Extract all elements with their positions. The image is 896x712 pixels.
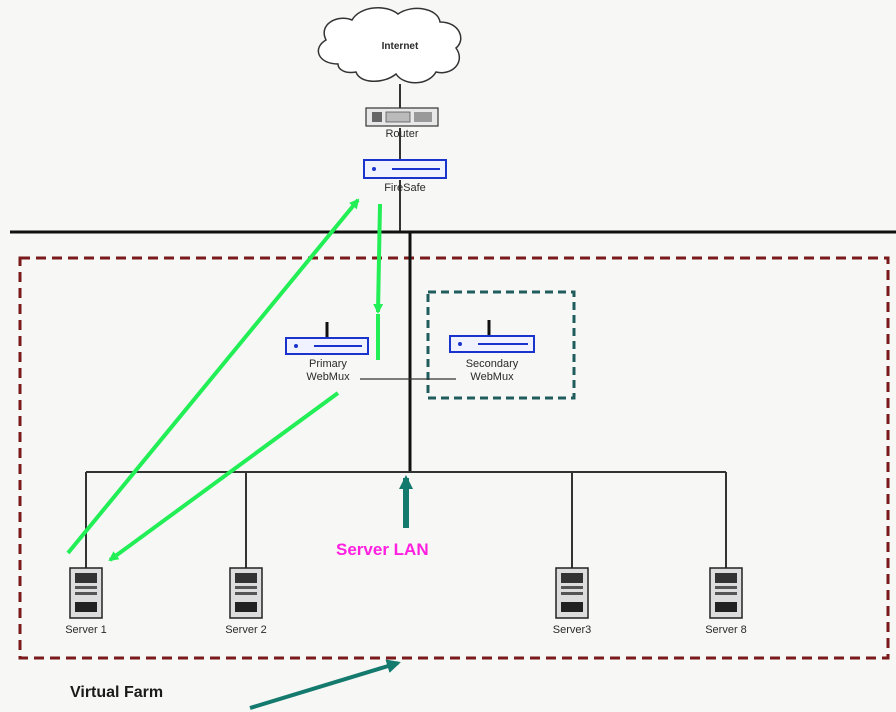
firewall-icon <box>363 159 447 179</box>
server-8-label: Server 8 <box>705 624 747 636</box>
primary-webmux-label: Primary WebMux <box>306 358 350 383</box>
virtual-farm-boundary <box>18 256 890 660</box>
router-icon <box>365 107 439 127</box>
flow-arrow-firewall-to-primary <box>373 203 384 314</box>
server-2-icon <box>229 567 263 619</box>
server-lan-label: Server LAN <box>336 540 429 559</box>
server-3-icon <box>555 567 589 619</box>
virtual-farm-pointer-arrow <box>249 659 401 710</box>
secondary-webmux-icon <box>449 320 535 353</box>
server-1-label: Server 1 <box>65 624 107 636</box>
primary-webmux-icon <box>285 322 369 355</box>
internet-label: Internet <box>381 41 419 52</box>
firewall-label: FireSafe <box>384 182 426 194</box>
secondary-webmux-label: Secondary WebMux <box>465 358 519 383</box>
internet-cloud-icon <box>317 7 462 84</box>
server-2-label: Server 2 <box>225 624 267 636</box>
server-3-label: Server3 <box>552 624 592 636</box>
secondary-webmux-boundary <box>426 290 576 400</box>
flow-arrow-server-to-firewall <box>66 198 360 555</box>
flow-arrow-primary-to-server <box>108 391 340 562</box>
server-8-icon <box>709 567 743 619</box>
router-label: Router <box>385 128 419 140</box>
server-1-icon <box>69 567 103 619</box>
virtual-farm-label: Virtual Farm <box>70 684 164 701</box>
